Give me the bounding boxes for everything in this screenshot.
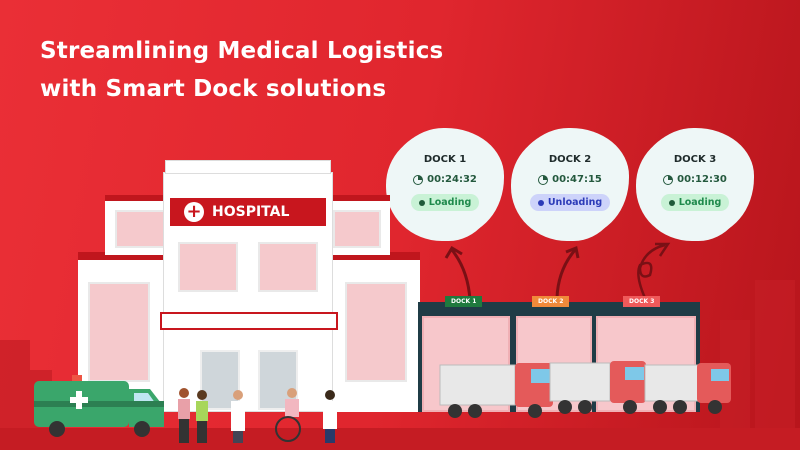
- hospital-door: [200, 350, 240, 410]
- window: [178, 242, 238, 292]
- hand-drawn-arrows: [444, 242, 671, 301]
- status-badge: Loading: [410, 194, 480, 211]
- dock-name: DOCK 3: [673, 154, 717, 165]
- window: [88, 282, 150, 382]
- window: [115, 210, 165, 248]
- dock-timer: 00:24:32: [427, 174, 477, 185]
- skyline-building: [0, 340, 30, 430]
- skyline-building: [755, 280, 795, 430]
- dock-2-status-card: DOCK 2 00:47:15 Unloading: [514, 130, 626, 238]
- status-label: Unloading: [547, 197, 603, 208]
- dock-timer: 00:12:30: [677, 174, 727, 185]
- status-dot-icon: [418, 199, 425, 206]
- medical-cross-icon: [70, 391, 88, 409]
- hospital-roof: [165, 160, 331, 174]
- clock-icon: [538, 174, 549, 185]
- arrow-icon: [637, 242, 671, 299]
- status-label: Loading: [678, 197, 722, 208]
- window: [333, 210, 381, 248]
- dock-name: DOCK 2: [548, 154, 592, 165]
- dock-3-label: DOCK 3: [623, 296, 661, 307]
- hospital-sign: + HOSPITAL: [170, 198, 326, 226]
- status-badge: Unloading: [529, 194, 611, 211]
- arrow-icon: [555, 245, 580, 299]
- medical-cross-icon: +: [184, 202, 204, 222]
- dock-2-label: DOCK 2: [532, 296, 570, 307]
- status-dot-icon: [537, 199, 544, 206]
- dock-3-status-card: DOCK 3 00:12:30 Loading: [639, 130, 751, 238]
- clock-icon: [413, 174, 424, 185]
- status-badge: Loading: [660, 194, 730, 211]
- trucks: [439, 361, 731, 418]
- status-label: Loading: [428, 197, 472, 208]
- truck-2: [549, 361, 646, 414]
- clock-icon: [663, 174, 674, 185]
- ambulance: [34, 375, 164, 437]
- dock-1-label: DOCK 1: [445, 296, 483, 307]
- people-group: [178, 388, 337, 443]
- truck-1: [439, 363, 553, 418]
- hospital-sign-text: HOSPITAL: [212, 204, 290, 220]
- window: [345, 282, 407, 382]
- hospital-canopy: [160, 312, 338, 330]
- headline-line-2: with Smart Dock solutions: [40, 76, 387, 102]
- dock-1-status-card: DOCK 1 00:24:32 Loading: [389, 130, 501, 238]
- status-dot-icon: [668, 199, 675, 206]
- dock-name: DOCK 1: [423, 154, 467, 165]
- window: [258, 242, 318, 292]
- arrow-icon: [444, 245, 472, 301]
- headline-line-1: Streamlining Medical Logistics: [40, 38, 444, 64]
- dock-timer: 00:47:15: [552, 174, 602, 185]
- truck-3: [644, 363, 731, 414]
